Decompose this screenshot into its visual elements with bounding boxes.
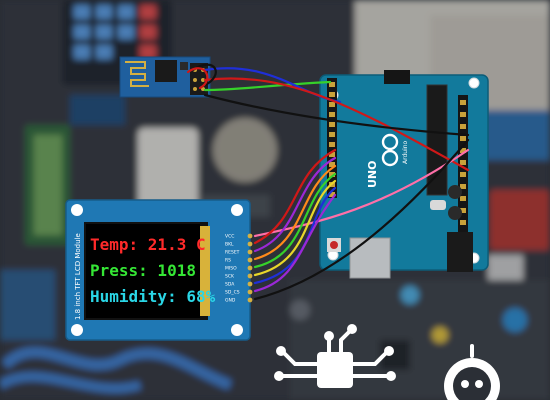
wire-lcd-miso-green	[253, 172, 337, 269]
circuit-chip-icon	[274, 324, 396, 388]
wire-lcd-vcc-pink	[253, 148, 470, 238]
arduino-maker-text: Arduino	[402, 140, 409, 164]
uno-brand-text: UNO	[366, 161, 379, 189]
lcd-module-label: 1.8 inch TFT LCD Module	[74, 233, 82, 320]
wire-esp-black	[203, 93, 470, 137]
lcd-pin	[247, 281, 253, 287]
lcd-pin-label: BKL	[225, 242, 234, 248]
lcd-pin	[247, 297, 253, 303]
lcd-line-humidity: Humidity: 68%	[90, 287, 216, 306]
lcd-pin-label: GND	[225, 298, 236, 304]
wire-lcd-sck-yellow	[253, 179, 337, 277]
arduino-infinity-logo	[381, 133, 399, 167]
wire-lcd-reset-purple	[253, 156, 337, 253]
arduino-uno-board: UNO Arduino	[319, 70, 489, 279]
wire-lcd-sdcs-purple	[253, 193, 337, 293]
lcd-pin	[247, 249, 253, 255]
wire-lcd-rs-orange	[253, 164, 337, 261]
lcd-pin-header: VCC BKL RESET RS MISO SCK SDA SD_CS GND	[225, 233, 253, 304]
lcd-pin	[247, 265, 253, 271]
lcd-pin	[247, 273, 253, 279]
wire-lcd-bkl-red	[253, 148, 337, 245]
lcd-line-pressure: Press: 1018	[90, 261, 196, 280]
lcd-pin-label: RESET	[225, 250, 240, 256]
wire-lcd-gnd-black	[253, 138, 470, 301]
wire-esp-green	[203, 80, 332, 92]
lcd-screen	[86, 224, 200, 318]
lcd-pin	[247, 257, 253, 263]
power-plug-icon	[444, 344, 500, 400]
lcd-pin-label: RS	[225, 258, 231, 264]
wires	[186, 63, 470, 301]
wire-esp-black-2	[191, 63, 217, 87]
lcd-pin	[247, 241, 253, 247]
lcd-pin	[247, 289, 253, 295]
lcd-pin-label: VCC	[225, 234, 234, 240]
lcd-line-temperature: Temp: 21.3 C	[90, 235, 206, 254]
wire-esp-red-2	[186, 67, 209, 90]
wire-esp-red	[203, 77, 470, 172]
esp8266-wifi-module	[119, 56, 211, 98]
lcd-pin-label: MISO	[225, 266, 237, 272]
lcd-pin	[247, 233, 253, 239]
lcd-pin-label: SDA	[225, 282, 235, 288]
tft-lcd-module: Temp: 21.3 C Press: 1018 Humidity: 68% 1…	[65, 199, 253, 341]
lcd-pin-label: SD_CS	[225, 290, 240, 296]
lcd-pin-label: SCK	[225, 274, 235, 280]
